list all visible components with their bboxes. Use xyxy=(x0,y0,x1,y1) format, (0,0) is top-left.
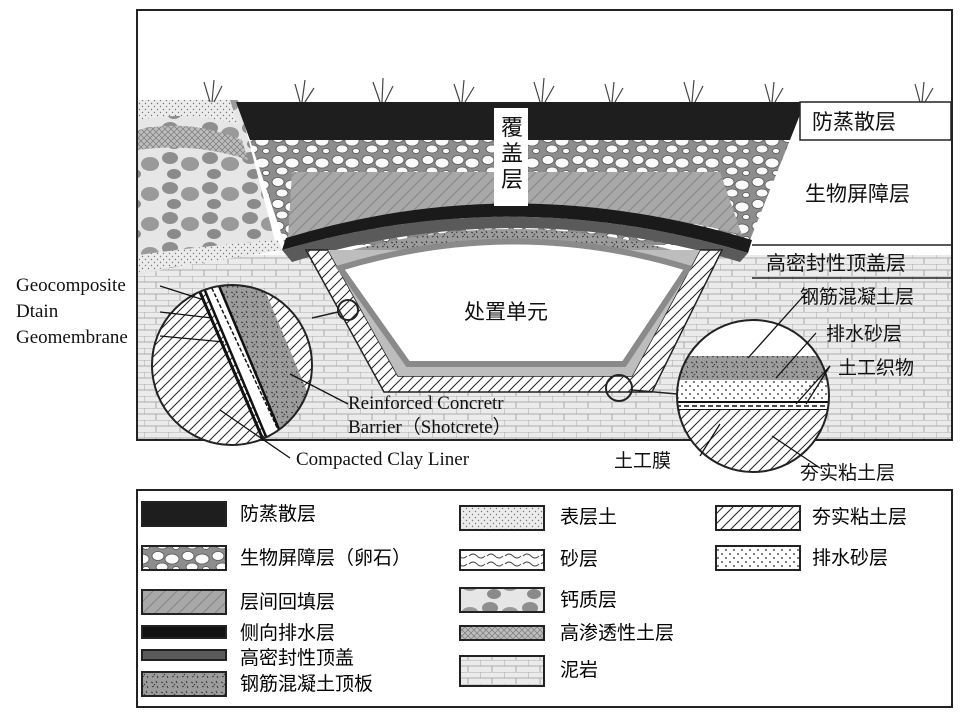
rcb-label-1: Reinforced Concretr xyxy=(348,393,504,414)
geomembrane-cn-label: 土工膜 xyxy=(614,450,672,472)
drain-label: Dtain xyxy=(16,301,59,322)
evap-label: 防蒸散层 xyxy=(812,110,896,134)
grass xyxy=(203,77,934,103)
legend-label: 侧向排水层 xyxy=(240,622,336,644)
geocomposite-label: Geocomposite xyxy=(16,275,126,296)
legend-label: 排水砂层 xyxy=(812,547,889,569)
hd-cap-label: 高密封性顶盖层 xyxy=(766,251,906,275)
legend-label: 砂层 xyxy=(560,548,599,570)
cap-black xyxy=(282,203,752,253)
legend-label: 生物屏障层（卵石） xyxy=(240,547,412,569)
legend-label: 高渗透性土层 xyxy=(560,622,675,644)
legend-label: 钢筋混凝土顶板 xyxy=(240,673,374,695)
clay-cn-label: 夯实粘土层 xyxy=(800,462,896,484)
hd-cap xyxy=(282,216,748,262)
geomembrane-label: Geomembrane xyxy=(16,327,128,348)
legend-label: 高密封性顶盖 xyxy=(240,647,355,669)
ccl-label: Compacted Clay Liner xyxy=(296,449,470,470)
legend-label: 防蒸散层 xyxy=(240,503,317,525)
bio-label: 生物屏障层 xyxy=(805,182,910,206)
rcb-label-2: Barrier（Shotcrete） xyxy=(348,417,512,438)
legend-swatches xyxy=(141,501,801,697)
geotextile-label: 土工织物 xyxy=(838,357,915,379)
legend xyxy=(136,489,953,708)
legend-label: 夯实粘土层 xyxy=(812,506,908,528)
leaders xyxy=(159,285,831,469)
drain-sand-label: 排水砂层 xyxy=(826,323,903,345)
legend-label: 表层土 xyxy=(560,506,618,528)
legend-label: 泥岩 xyxy=(560,659,599,681)
cover-label: 覆盖层 xyxy=(500,116,523,193)
unit-label: 处置单元 xyxy=(464,300,548,324)
legend-label: 层间回填层 xyxy=(240,591,336,613)
rc-label: 钢筋混凝土层 xyxy=(800,286,915,308)
legend-label: 钙质层 xyxy=(560,589,618,611)
disposal-unit xyxy=(335,238,693,367)
